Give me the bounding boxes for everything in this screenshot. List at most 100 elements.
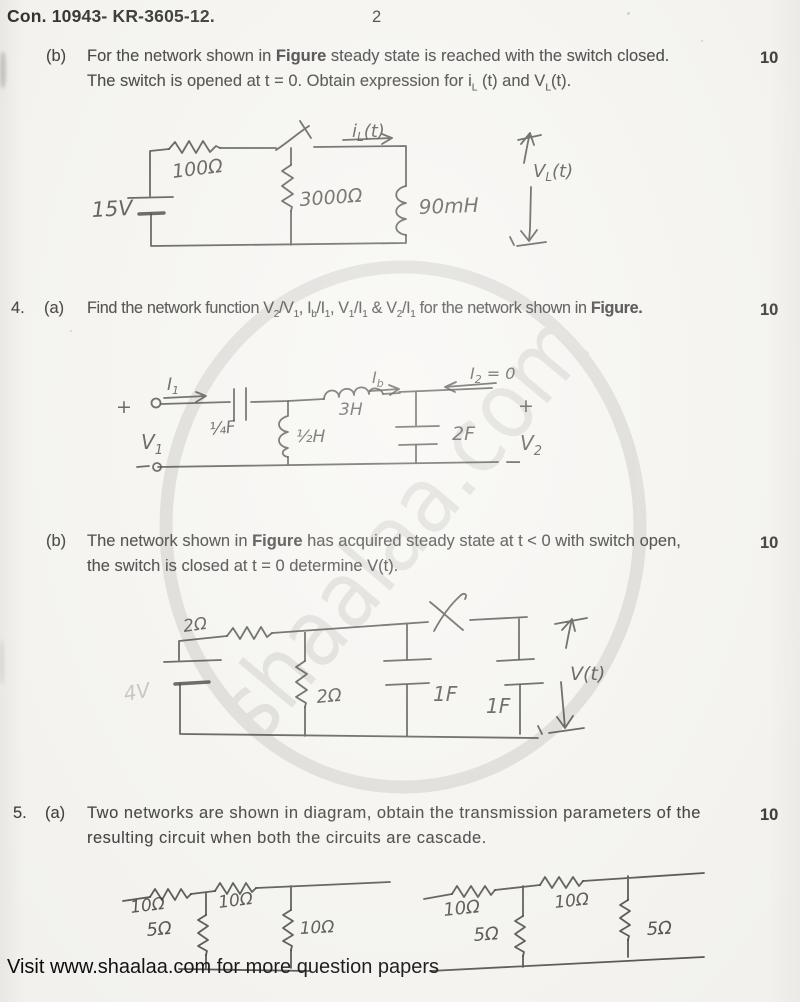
c4l-label-r4: 10Ω [299,917,335,939]
c3-label-capacitor-mid: 1F [433,682,458,706]
c2-terminal-bottom [152,462,162,472]
question-3b-text: For the network shown in Figure steady s… [87,47,670,94]
c4l-label-r3: 5Ω [146,918,173,941]
c3-battery-long-plate [163,659,222,663]
c4l-resistor-series-1 [149,888,192,901]
c3-wires [178,616,539,739]
c3-resistor-shunt [295,660,308,708]
scan-smudge [0,52,6,88]
c2-capacitor-shunt-plates [395,425,440,446]
question-4a-text: Find the network function V2/V1, Ib/I1, … [87,299,643,321]
c4l-resistor-series-2 [214,882,257,895]
c4r-label-r4: 5Ω [646,918,673,940]
question-4a-label: (a) [44,299,65,317]
exam-code: Con. 10943- KR-3605-12. [7,6,215,26]
c1-label-current: iL(t) [352,121,385,144]
c1-label-resistor-shunt: 3000Ω [299,185,364,211]
c4r-label-r2: 10Ω [553,889,590,913]
c2-label-capacitor-shunt: 2F [452,423,476,445]
scan-speck [701,40,703,42]
c2-current-in-arrow [163,391,207,403]
c3-switch [429,592,467,632]
question-5a-marks: 10 [760,806,779,824]
c4l-label-r1: 10Ω [129,894,166,918]
c2-current-ib-arrow [369,384,400,396]
c2-label-inductor-series: 3H [339,400,363,420]
scan-speck [70,330,72,332]
c2-plus-in: + [116,396,132,418]
c4r-label-r3: 5Ω [473,923,500,946]
question-4b-text: The network shown in Figure has acquired… [87,532,681,575]
c4l-resistor-shunt-2 [282,909,294,951]
question-4b-marks: 10 [760,534,779,552]
c3-capacitor-right-plates [496,658,544,686]
c2-label-inductor-shunt: ½H [296,427,325,447]
c1-switch [275,120,312,151]
c4l-label-r2: 10Ω [217,889,254,913]
watermark: shaalaa.com [159,260,647,794]
c3-capacitor-mid-plates [383,658,432,686]
question-4a-marks: 10 [760,301,779,319]
c4r-resistor-series-2 [539,876,584,889]
c1-resistor-series [168,140,221,154]
c2-minus-out: − [504,450,522,475]
c4r-wires [423,872,705,972]
c1-wires [149,145,407,247]
c4r-resistor-series-1 [451,885,496,898]
c3-label-capacitor-right: 1F [486,694,511,718]
question-5a-label: (a) [45,804,66,822]
question-3b-marks: 10 [760,49,779,67]
c2-label-i1: I1 [167,375,179,397]
c2-capacitor-series-plates [233,387,247,422]
c3-label-resistor-series: 2Ω [182,614,208,637]
question-4b-label: (b) [46,532,67,550]
c3-label-source: 4V [122,677,153,705]
c2-label-v2: V2 [520,431,542,459]
scan-speck [627,12,630,15]
c1-inductor-coil [395,185,407,236]
c4r-label-r1: 10Ω [442,896,481,921]
c3-voltage-arrows [537,617,588,735]
circuit-3-rc-network: 2Ω 2Ω 1F 1F V(t) 4V [122,592,605,739]
c1-current-arrow [342,133,393,145]
c1-label-resistor-series: 100Ω [171,155,225,183]
question-5a-text: Two networks are shown in diagram, obtai… [87,804,701,847]
question-3b-label: (b) [46,47,67,65]
c4r-resistor-shunt-1 [514,915,526,957]
c2-label-i2: I2 = 0 [470,364,515,386]
c2-current-i2-arrow [444,381,497,393]
c4r-resistor-shunt-2 [619,899,631,941]
c3-label-voltage: V(t) [570,663,605,685]
scan-smudge [0,640,4,684]
question-4-number: 4. [11,299,25,317]
question-5-number: 5. [13,804,27,822]
circuit-4-left-network: 10Ω 10Ω 5Ω 10Ω [122,881,391,972]
c4l-resistor-shunt-1 [197,914,209,956]
c3-label-resistor-shunt: 2Ω [316,685,343,708]
c1-label-source: 15V [91,196,135,222]
c1-label-inductor: 90mH [418,193,479,219]
c2-label-ib: Ib [372,368,384,390]
circuit-2-two-port-network: + I1 V1 ¼F ½H 3H Ib 2F I2 = 0 + V2 − [116,364,542,475]
watermark-ring [159,260,647,794]
watermark-text: shaalaa.com [195,293,611,760]
c2-plus-out: + [518,395,534,417]
c2-inductor-shunt-coil [278,400,289,458]
circuit-1-rl-network: 100Ω 3000Ω 90mH 15V iL(t) VL(t) [91,120,573,247]
c1-battery-long-plate [127,196,174,199]
c1-resistor-shunt [281,164,294,212]
c1-battery-short-plate [137,211,166,216]
c4l-wires [122,881,391,972]
c2-label-capacitor-series: ¼F [208,417,236,440]
circuit-4-right-network: 10Ω 10Ω 5Ω 5Ω [423,872,705,972]
footer-text: Visit www.shaalaa.com for more question … [7,956,440,978]
page-number: 2 [372,8,382,26]
c2-terminal-top [150,397,162,409]
c2-inductor-series-coil [323,386,384,400]
c3-battery-short-plate [173,680,211,686]
c2-label-v1: V1 [141,430,163,458]
c3-resistor-series [226,626,273,640]
c1-label-voltage: VL(t) [533,161,573,184]
